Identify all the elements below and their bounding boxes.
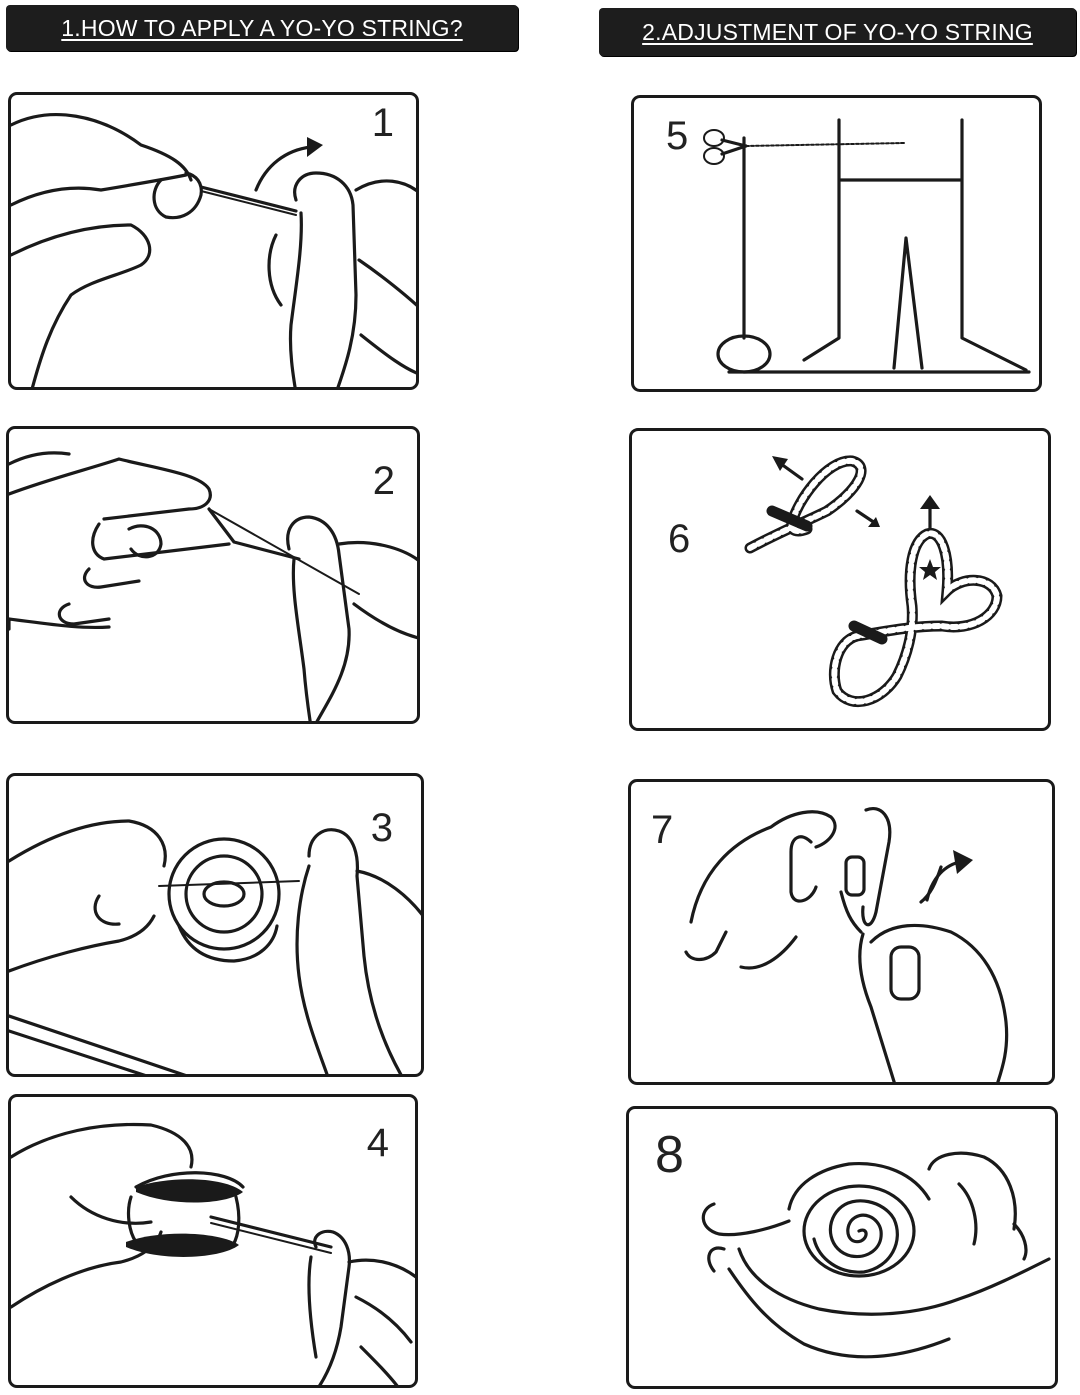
string-length-cut-icon — [703, 118, 1031, 374]
step-number-4: 4 — [366, 1121, 389, 1165]
step-number-3: 3 — [370, 806, 393, 850]
step-panel-6: 6 — [629, 428, 1051, 731]
hands-twisting-yoyo-string-icon — [11, 1122, 415, 1385]
step-number-1: 1 — [371, 101, 394, 145]
step-panel-7: 7 — [628, 779, 1055, 1085]
finger-loop-icon — [684, 807, 1009, 1082]
hands-twisting-string-icon — [11, 113, 416, 387]
step-number-8: 8 — [655, 1126, 684, 1184]
yoyo-through-loop-icon — [9, 819, 421, 1074]
yoyo-in-palm-icon — [701, 1151, 1051, 1359]
step-panel-8: 8 — [626, 1106, 1058, 1389]
section-header-apply: 1.HOW TO APPLY A YO-YO STRING? — [6, 5, 518, 51]
slip-knot-loop-icon — [744, 455, 1003, 708]
hands-spreading-loop-icon — [9, 451, 417, 721]
step-number-2: 2 — [372, 459, 395, 503]
section-header-adjust-text: 2.ADJUSTMENT OF YO-YO STRING — [642, 18, 1033, 45]
step-panel-3: 3 — [6, 773, 424, 1077]
section-header-apply-text: 1.HOW TO APPLY A YO-YO STRING? — [61, 14, 463, 41]
step-panel-1: 1 — [8, 92, 419, 390]
step-panel-5: 5 — [631, 95, 1042, 392]
step-panel-2: 2 — [6, 426, 420, 724]
section-header-adjust: 2.ADJUSTMENT OF YO-YO STRING — [599, 8, 1076, 56]
step-number-5: 5 — [666, 114, 689, 158]
step-number-6: 6 — [668, 517, 691, 561]
step-panel-4: 4 — [8, 1094, 418, 1388]
step-number-7: 7 — [651, 808, 674, 852]
